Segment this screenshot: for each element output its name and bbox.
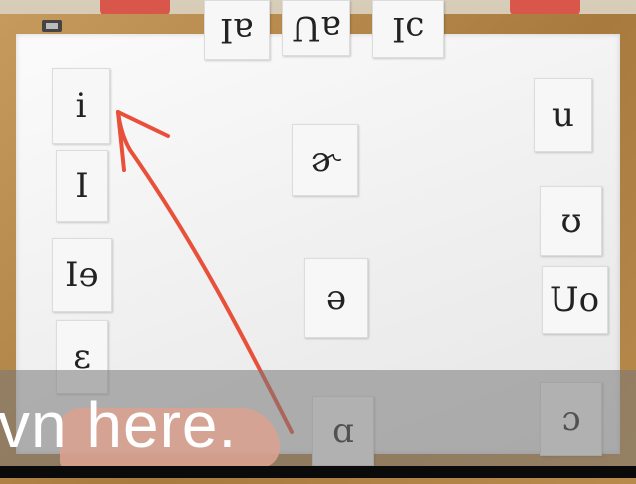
card-upsilon: ʊ [540, 186, 602, 256]
card-ou: oU [542, 266, 608, 334]
red-marker-cap-left [100, 0, 170, 16]
card-ai: aI [204, 0, 270, 60]
board-clip-icon [42, 20, 62, 32]
video-bottom-bar [0, 466, 636, 478]
card-schwar: ɚ [292, 124, 358, 196]
red-marker-cap-right [510, 0, 580, 16]
card-schwa: ə [304, 258, 368, 338]
pointing-hand [60, 408, 280, 468]
card-oi: ɔI [372, 0, 444, 58]
card-short-i: I [56, 150, 108, 222]
card-u: u [534, 78, 592, 152]
caption-text: vn here. [0, 389, 238, 461]
card-ei: eI [52, 238, 112, 312]
card-i: i [52, 68, 110, 144]
card-au: aU [282, 0, 350, 56]
